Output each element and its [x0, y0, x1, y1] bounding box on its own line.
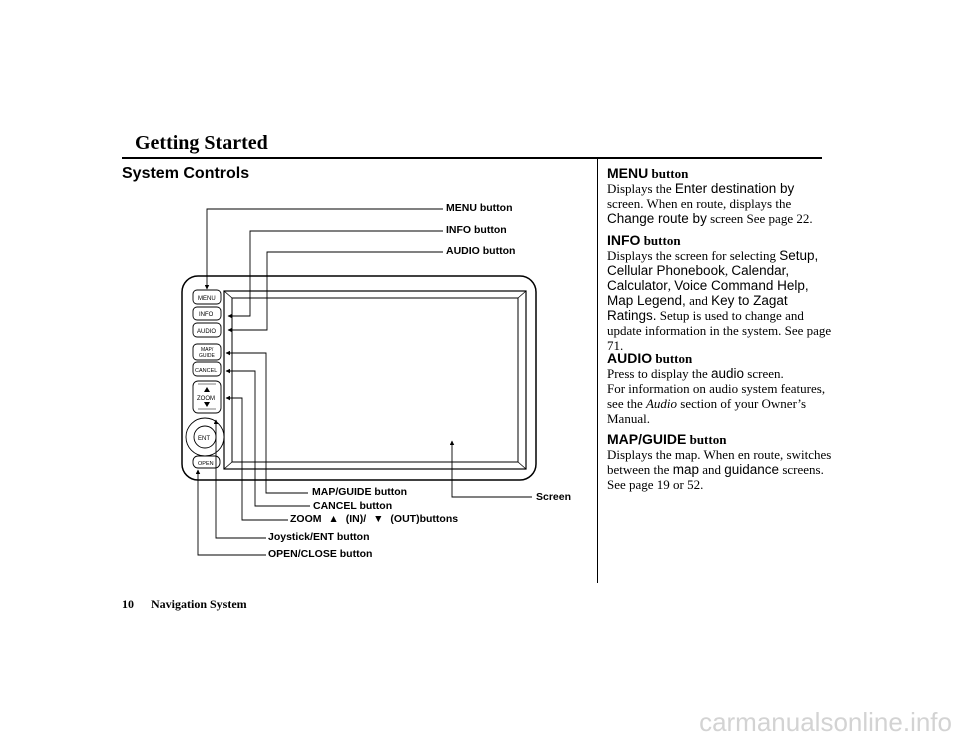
info-key: INFO	[192, 306, 222, 321]
callout-audio-button: AUDIO button	[446, 245, 516, 257]
info-desc-text-4: and	[689, 293, 708, 308]
map-guide-desc-title: MAP/GUIDE	[607, 431, 687, 447]
map-guide-desc-text-3: screens. See page 19 or 52.	[607, 462, 824, 492]
callout-menu-button: MENU button	[446, 202, 513, 214]
section-heading: System Controls	[122, 165, 250, 182]
joystick: ENT	[185, 417, 225, 457]
page-footer: 10 Navigation System	[122, 597, 247, 612]
map-guide-desc-title-suffix: button	[689, 432, 727, 447]
callout-cancel-button: CANCEL button	[313, 500, 393, 512]
callout-open-close-button: OPEN/CLOSE button	[268, 548, 373, 560]
screen-leader	[449, 440, 532, 498]
callout-screen: Screen	[536, 491, 572, 503]
cancel-leader	[225, 368, 310, 507]
menu-key-label: MENU	[198, 296, 216, 302]
ent-key-label: ENT	[198, 436, 210, 442]
info-desc-text-5: Setup is used to change and update infor…	[607, 308, 832, 353]
menu-desc-text-1: Displays the	[607, 181, 672, 196]
audio-desc-text-4: section of your Owner’s Manual.	[607, 396, 807, 426]
menu-key: MENU	[192, 289, 222, 305]
info-desc-ui-6: Map Legend,	[607, 293, 686, 308]
audio-leader	[227, 251, 443, 333]
map-guide-desc-text-1: Displays the map. When en route, switche…	[607, 447, 832, 477]
map-guide-desc-ui-1: map	[672, 462, 699, 477]
audio-desc-title-suffix: button	[655, 351, 693, 366]
info-desc-ui-2: Cellular Phonebook	[607, 263, 725, 278]
audio-desc-text-2: screen.	[747, 366, 784, 381]
unit-housing	[181, 275, 537, 481]
open-close-leader	[195, 469, 266, 556]
map-guide-desc-ui-2: guidance	[724, 462, 780, 477]
zoom-callout-in: (IN)/	[345, 513, 367, 525]
menu-desc-text-3: screen See page 22.	[710, 211, 813, 226]
info-desc-ui-5: Voice Command Help,	[674, 278, 809, 293]
audio-desc-title: AUDIO	[607, 350, 653, 366]
info-desc-text-1: Displays the screen for selecting	[607, 248, 776, 263]
info-desc-ui-3: Calendar,	[731, 263, 790, 278]
zoom-leader	[225, 395, 288, 521]
guide-key-label: GUIDE	[199, 353, 216, 359]
zoom-key-label: ZOOM	[197, 396, 215, 402]
menu-desc-text-2: screen. When en route, displays the	[607, 196, 792, 211]
map-guide-desc-text-2: and	[702, 462, 721, 477]
map-guide-key: MAP/ GUIDE	[192, 343, 222, 361]
unit-screen	[223, 290, 527, 470]
callout-info-button: INFO button	[446, 224, 507, 236]
map-guide-description: MAP/GUIDE button Displays the map. When …	[607, 431, 832, 493]
menu-desc-ui-2: Change route by	[607, 211, 707, 226]
menu-desc-title: MENU	[607, 165, 649, 181]
cancel-key: CANCEL	[192, 361, 222, 377]
audio-desc-text-1: Press to display the	[607, 366, 708, 381]
info-desc-text-2: ,	[724, 263, 729, 278]
header-rule	[122, 157, 822, 159]
column-divider	[597, 159, 598, 583]
menu-description: MENU button Displays the Enter destinati…	[607, 165, 832, 227]
audio-desc-text-3: For information on audio system features…	[607, 381, 826, 411]
site-watermark: carmanualsonline.info	[699, 707, 952, 737]
info-key-label: INFO	[199, 312, 214, 318]
info-desc-ui-1: Setup,	[779, 248, 819, 263]
page-header-title: Getting Started	[135, 132, 268, 154]
map-guide-leader	[225, 350, 308, 494]
joystick-leader	[213, 419, 266, 539]
audio-key: AUDIO	[192, 322, 222, 338]
callout-joystick-ent-button: Joystick/ENT button	[268, 531, 370, 543]
menu-leader	[204, 208, 443, 290]
zoom-out-arrow-icon	[204, 402, 210, 407]
up-triangle-icon: ▲	[328, 513, 339, 525]
info-description: INFO button Displays the screen for sele…	[607, 232, 832, 354]
audio-key-label: AUDIO	[197, 329, 216, 335]
audio-description: AUDIO button Press to display the audio …	[607, 350, 832, 427]
info-desc-ui-7: Key to Zagat	[711, 293, 788, 308]
info-desc-title: INFO	[607, 232, 641, 248]
menu-desc-title-suffix: button	[651, 166, 689, 181]
zoom-callout-prefix: ZOOM	[290, 513, 322, 525]
zoom-key: ZOOM	[192, 380, 222, 414]
info-desc-ui-4: Calculator	[607, 278, 668, 293]
callout-zoom-buttons: ZOOM ▲ (IN)/ ▼ (OUT)buttons	[290, 513, 462, 525]
info-desc-title-suffix: button	[643, 233, 681, 248]
map-key-label: MAP/	[201, 347, 214, 353]
audio-desc-ui-1: audio	[711, 366, 745, 381]
down-triangle-icon: ▼	[373, 513, 384, 525]
footer-label: Navigation System	[151, 597, 247, 611]
open-key: OPEN	[192, 455, 221, 469]
callout-map-guide-button: MAP/GUIDE button	[312, 486, 408, 498]
audio-desc-italic-1: Audio	[645, 396, 678, 411]
info-leader	[227, 230, 443, 319]
zoom-callout-out: (OUT)buttons	[390, 513, 459, 525]
zoom-in-arrow-icon	[204, 387, 210, 392]
info-desc-text-3: ,	[667, 278, 672, 293]
cancel-key-label: CANCEL	[195, 368, 217, 374]
info-desc-ui-8: Ratings.	[607, 308, 657, 323]
page-number: 10	[122, 597, 134, 611]
menu-desc-ui-1: Enter destination by	[674, 181, 795, 196]
open-key-label: OPEN	[198, 461, 214, 467]
